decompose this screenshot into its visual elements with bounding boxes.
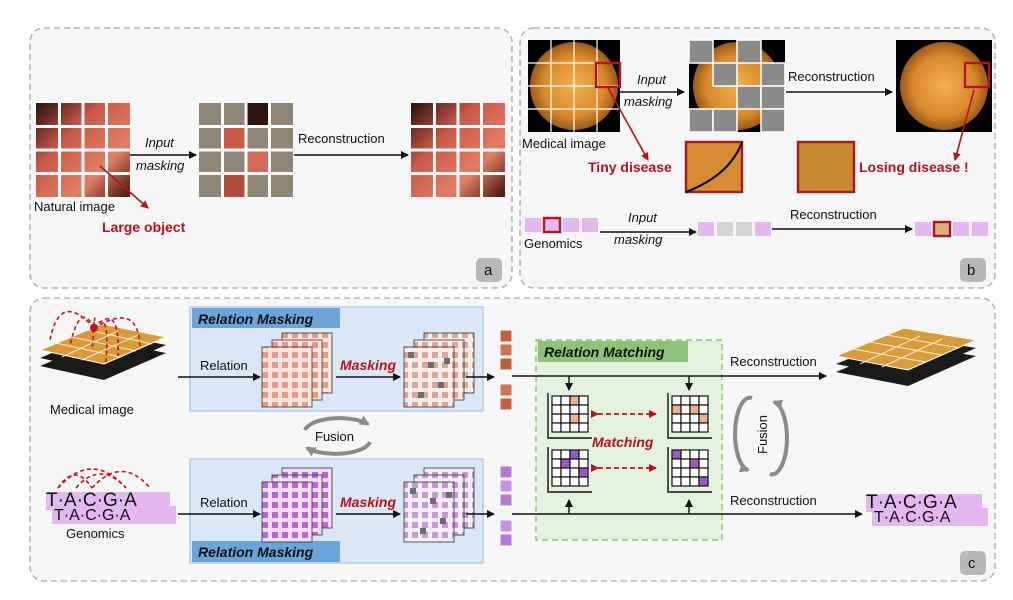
- dna-left-under: T·A·C·G·A: [54, 507, 131, 524]
- losing-disease-label: Losing disease !: [859, 159, 969, 175]
- dna-left-top: T·A·C·G·A: [46, 490, 137, 511]
- reconstruction-top-label: Reconstruction: [788, 69, 875, 84]
- reconstructed-genomics-sequence-right: T·A·C·G·A T·A·C·G·A: [866, 492, 988, 526]
- genomics-token-cubes: [499, 465, 513, 547]
- relation-masking-bottom-title-bg: [192, 541, 340, 562]
- masked-relation-matrix-medical: [403, 332, 475, 408]
- medical-image-c-label: Medical image: [50, 402, 134, 417]
- reconstructed-medical-image: [896, 40, 992, 132]
- genomics-label: Genomics: [524, 236, 583, 251]
- losing-disease-zoom: [796, 140, 856, 194]
- panel-b: Medical image Input masking Reconstructi…: [519, 27, 996, 289]
- relation-masking-bottom-title: Relation Masking: [198, 544, 314, 560]
- relation-bottom-label: Relation: [200, 495, 248, 510]
- panel-a-label: a: [484, 262, 493, 279]
- medical-image: [528, 40, 622, 132]
- masking-top-label-c: Masking: [340, 357, 396, 373]
- reconstructed-stacked-medical-image: [834, 327, 978, 386]
- masking-label: masking: [136, 158, 185, 173]
- reconstructed-natural-image: [411, 103, 505, 197]
- panel-a: Natural image Large object Input masking…: [29, 27, 513, 289]
- relation-matrix-genomics: [261, 467, 333, 543]
- tiny-disease-label: Tiny disease: [588, 159, 672, 175]
- relation-masking-top-title: Relation Masking: [198, 311, 314, 327]
- masked-medical-image: [688, 39, 786, 133]
- fusion-right-label: Fusion: [755, 415, 770, 454]
- panel-b-badge: [960, 258, 986, 282]
- relation-matching-title: Relation Matching: [544, 344, 665, 360]
- genomics-c-label: Genomics: [66, 526, 125, 541]
- masked-relation-matrix-genomics: [403, 467, 475, 543]
- dna-right-under: T·A·C·G·A: [874, 509, 951, 526]
- genomics-sequence-left: T·A·C·G·A T·A·C·G·A: [46, 468, 176, 524]
- fusion-left-label: Fusion: [315, 429, 354, 444]
- panel-c-badge: [960, 551, 986, 575]
- masked-genomics-sequence: [698, 222, 771, 236]
- genomics-sequence: [525, 216, 598, 234]
- dna-right-top: T·A·C·G·A: [866, 492, 957, 513]
- medical-token-cubes: [499, 329, 513, 411]
- masked-natural-image: [199, 103, 293, 197]
- relation-matching-title-bg: [538, 341, 688, 362]
- panel-c-label: c: [968, 555, 976, 572]
- masking-top-label: masking: [624, 94, 673, 109]
- reconstructed-genomics-sequence: [915, 220, 988, 238]
- masking-bottom-label: masking: [614, 232, 663, 247]
- matching-grid-bottom-right: [667, 447, 712, 493]
- reconstruction-bottom-label: Reconstruction: [790, 207, 877, 222]
- panel-b-label: b: [967, 262, 975, 279]
- masking-bottom-label-c: Masking: [340, 494, 396, 510]
- panel-a-badge: [476, 258, 502, 282]
- reconstruction-label: Reconstruction: [298, 131, 385, 146]
- matching-label: Matching: [592, 434, 654, 450]
- matching-grid-bottom-left: [547, 447, 592, 493]
- relation-matrix-medical: [261, 332, 333, 408]
- matching-grid-top-left: [547, 393, 592, 439]
- natural-image-label: Natural image: [34, 199, 115, 214]
- matching-grid-top-right: [667, 393, 712, 439]
- natural-image: [36, 103, 130, 197]
- large-object-label: Large object: [102, 219, 186, 235]
- fusion-right-icon: [733, 395, 789, 477]
- relation-masking-top-title-bg: [192, 308, 340, 328]
- input-bottom-label: Input: [628, 210, 658, 225]
- stacked-medical-image: [38, 310, 168, 380]
- relation-top-label: Relation: [200, 358, 248, 373]
- reconstruction-bottom-c-label: Reconstruction: [730, 493, 817, 508]
- input-top-label: Input: [637, 72, 667, 87]
- fusion-left-icon: [303, 415, 372, 457]
- tiny-disease-zoom: [684, 140, 744, 194]
- medical-image-label: Medical image: [522, 136, 606, 151]
- input-label: Input: [145, 135, 175, 150]
- panel-c: Medical image Relation Masking Relation …: [29, 297, 996, 582]
- reconstruction-top-c-label: Reconstruction: [730, 354, 817, 369]
